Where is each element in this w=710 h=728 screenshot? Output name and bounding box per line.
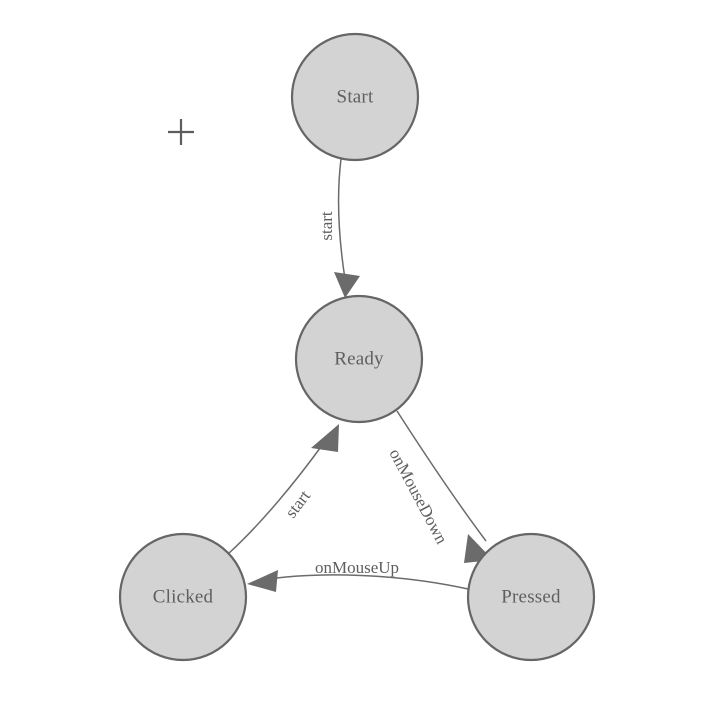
edge-start-to-ready-label: start: [317, 211, 336, 241]
edge-pressed-to-clicked-arrowhead: [247, 570, 278, 592]
node-ready-label: Ready: [334, 348, 384, 369]
node-ready-circle[interactable]: [294, 294, 424, 424]
edge-ready-to-pressed-label: onMouseDown: [385, 446, 451, 548]
node-start-circle[interactable]: [290, 32, 420, 162]
edge-start-to-ready-arrowhead: [334, 272, 360, 298]
node-clicked-circle[interactable]: [118, 532, 248, 662]
node-clicked-label: Clicked: [153, 586, 214, 607]
edge-clicked-to-ready-path[interactable]: [227, 443, 324, 555]
node-start-label: Start: [337, 86, 374, 107]
edge-pressed-to-clicked-path[interactable]: [261, 574, 469, 590]
node-pressed-label: Pressed: [501, 586, 561, 607]
node-clicked[interactable]: Clicked: [118, 532, 248, 662]
edge-clicked-to-ready-arrowhead: [311, 424, 339, 452]
crosshair-icon: [168, 119, 194, 145]
edge-ready-to-pressed[interactable]: onMouseDown: [385, 410, 493, 563]
edge-clicked-to-ready[interactable]: start: [227, 424, 339, 555]
node-ready[interactable]: Ready: [294, 294, 424, 424]
edge-pressed-to-clicked[interactable]: onMouseUp: [247, 558, 469, 592]
edge-start-to-ready-path[interactable]: [337, 158, 346, 280]
edge-start-to-ready[interactable]: start: [317, 158, 360, 298]
node-start[interactable]: Start: [290, 32, 420, 162]
edge-ready-to-pressed-path[interactable]: [396, 410, 487, 542]
edge-pressed-to-clicked-label: onMouseUp: [315, 558, 399, 577]
node-pressed[interactable]: Pressed: [466, 532, 596, 662]
node-pressed-circle[interactable]: [466, 532, 596, 662]
